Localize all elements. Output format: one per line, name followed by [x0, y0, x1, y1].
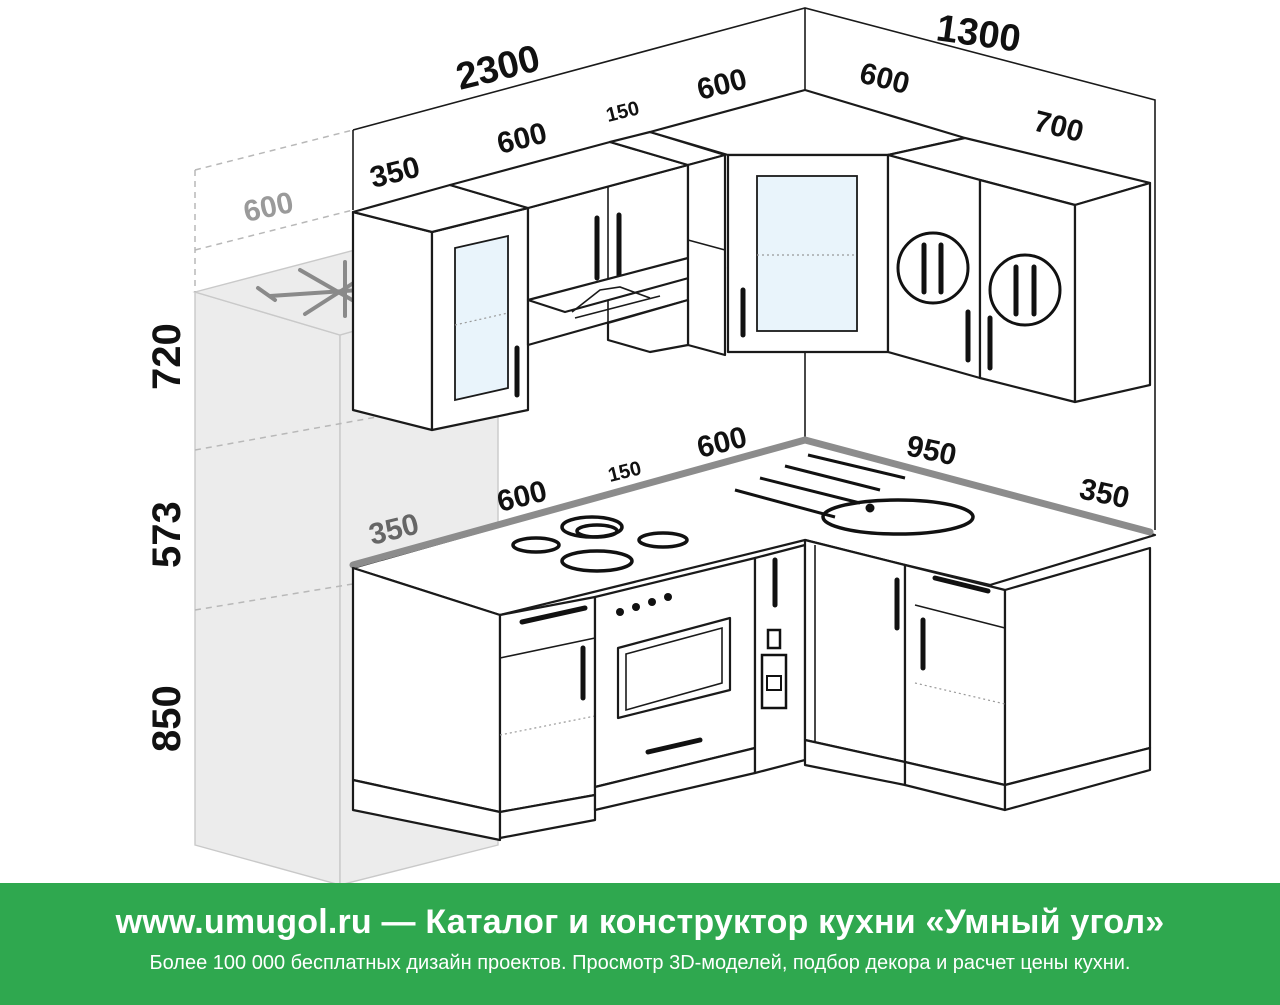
- lower-corner-cabinet: [803, 538, 907, 787]
- lower-cabinet-350: [351, 566, 502, 842]
- cooktop-burners: [511, 515, 689, 573]
- dim-2300: 2300: [452, 38, 544, 99]
- dim-lower-right-350: 350: [1077, 473, 1133, 516]
- upper-corner-cabinet-glass: [648, 88, 967, 354]
- worktop: [349, 436, 1157, 617]
- upper-cabinet-glass-350: [351, 183, 530, 432]
- kitchen-diagram: 2300 1300 600 350 600 150 600 600 700 72…: [145, 7, 1157, 883]
- dim-lower-150: 150: [606, 457, 644, 486]
- dim-upper-corner-600: 600: [694, 63, 751, 107]
- banner-subtitle: Более 100 000 бесплатных дизайн проектов…: [149, 952, 1131, 974]
- dim-upper-600: 600: [494, 117, 551, 161]
- cutlery-icon: [988, 253, 1062, 327]
- dim-upper-right-700: 700: [1030, 105, 1087, 149]
- dim-upper-right-600: 600: [856, 57, 913, 101]
- upper-cabinet-right-700: [886, 136, 1152, 404]
- dim-upper-150: 150: [604, 97, 642, 126]
- sink: [734, 453, 975, 536]
- dim-upper-350: 350: [367, 151, 424, 195]
- upper-cabinet-hood-600: [448, 140, 727, 347]
- upper-cabinet-open-150: [606, 130, 727, 357]
- oven: [593, 556, 757, 812]
- dim-1300: 1300: [934, 7, 1024, 60]
- lower-cabinet-right-350: [903, 546, 1152, 812]
- promo-banner: www.umugol.ru — Каталог и конструктор ку…: [0, 883, 1280, 1005]
- bottle-icon: [760, 628, 788, 710]
- lower-cabinet-bottle: [753, 543, 807, 775]
- dim-height-720: 720: [145, 323, 189, 390]
- dim-height-850: 850: [145, 685, 189, 752]
- cutlery-icon: [896, 231, 970, 305]
- dim-fridge-depth-600: 600: [241, 186, 297, 229]
- banner-title[interactable]: www.umugol.ru — Каталог и конструктор ку…: [115, 903, 1165, 941]
- dim-height-573: 573: [145, 501, 189, 568]
- lower-cabinet-drawers: [498, 595, 597, 840]
